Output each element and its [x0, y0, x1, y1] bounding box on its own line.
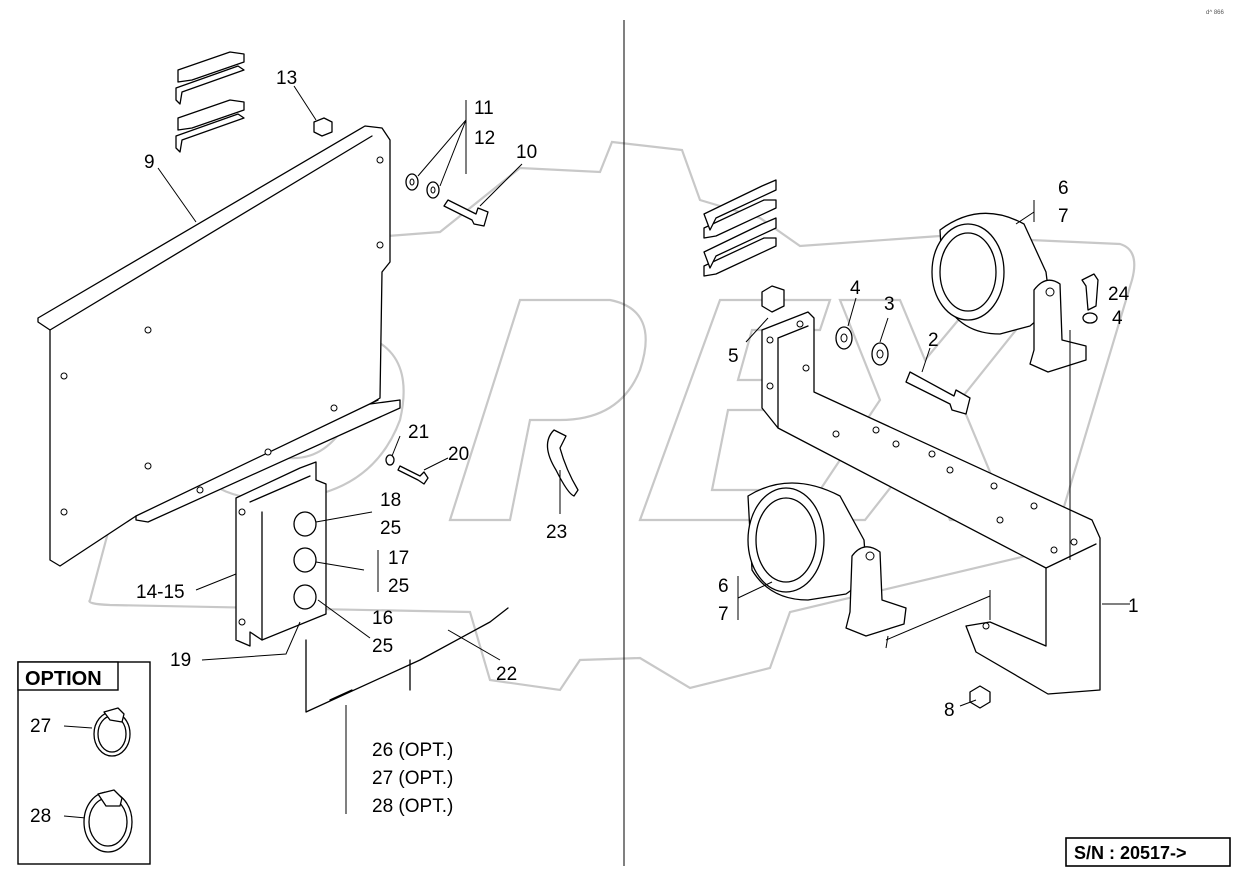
callout-6b: 6	[718, 576, 729, 597]
callout-labels: 13 9 11 12 10 21 20 18 25 23 17 25 14-15…	[136, 68, 1139, 817]
callout-19: 19	[170, 650, 191, 671]
hose-clamp-27	[93, 707, 131, 757]
option-header: OPTION	[25, 668, 102, 690]
callout-18: 18	[380, 490, 401, 511]
cable-tie-23	[546, 429, 579, 497]
leader-lines	[157, 85, 1130, 814]
serial-number-box: S/N : 20517->	[1065, 837, 1231, 867]
callout-25a: 25	[380, 518, 401, 539]
option-label-27: 27	[30, 716, 51, 737]
callout-17: 17	[388, 548, 409, 569]
callout-10: 10	[516, 142, 537, 163]
callout-11: 11	[474, 98, 494, 119]
washers-3-4	[835, 326, 889, 366]
left-clips	[175, 51, 245, 153]
callout-27-opt: 27 (OPT.)	[372, 768, 453, 789]
callout-5: 5	[728, 346, 739, 367]
right-clips	[703, 179, 777, 277]
bolt-24-washer-4	[1081, 273, 1099, 324]
callout-2: 2	[928, 330, 939, 351]
callout-20: 20	[448, 444, 469, 465]
bolt-10	[443, 199, 489, 227]
serial-number: S/N : 20517->	[1074, 843, 1187, 863]
callout-13: 13	[276, 68, 297, 89]
nut-13	[313, 117, 333, 137]
callout-7a: 7	[1058, 206, 1069, 227]
nut-8	[969, 685, 991, 709]
washers-11-12	[405, 173, 440, 199]
nut-5	[761, 285, 785, 313]
work-light-lower	[747, 482, 907, 637]
callout-6a: 6	[1058, 178, 1069, 199]
hose-clamp-28	[83, 789, 133, 853]
callout-26: 26 (OPT.)	[372, 740, 453, 761]
right-leaders	[885, 330, 1071, 649]
callout-8: 8	[944, 700, 955, 721]
switch-box-14-15	[235, 461, 327, 647]
callout-22: 22	[496, 664, 517, 685]
callout-3: 3	[884, 294, 895, 315]
callout-1: 1	[1128, 596, 1139, 617]
option-label-28: 28	[30, 806, 51, 827]
callout-4a: 4	[850, 278, 861, 299]
callout-25c: 25	[372, 636, 393, 657]
callout-12: 12	[474, 128, 495, 149]
callout-14-15: 14-15	[136, 582, 185, 603]
callout-23: 23	[546, 522, 567, 543]
callout-25b: 25	[388, 576, 409, 597]
corner-tag: d^ 866	[1206, 10, 1224, 16]
bolt-2	[905, 371, 971, 415]
callout-4b: 4	[1112, 308, 1123, 329]
callout-16: 16	[372, 608, 393, 629]
cable-22	[305, 607, 509, 713]
callout-9: 9	[144, 152, 155, 173]
screw-20-washer-21	[385, 454, 429, 485]
bracket-1	[761, 311, 1101, 695]
callout-21: 21	[408, 422, 429, 443]
mounting-plate-9	[37, 125, 401, 567]
option-box: OPTION 27 28	[17, 661, 151, 865]
work-light-upper	[931, 212, 1087, 373]
callout-28-opt: 28 (OPT.)	[372, 796, 453, 817]
callout-24: 24	[1108, 284, 1130, 305]
callout-7b: 7	[718, 604, 729, 625]
